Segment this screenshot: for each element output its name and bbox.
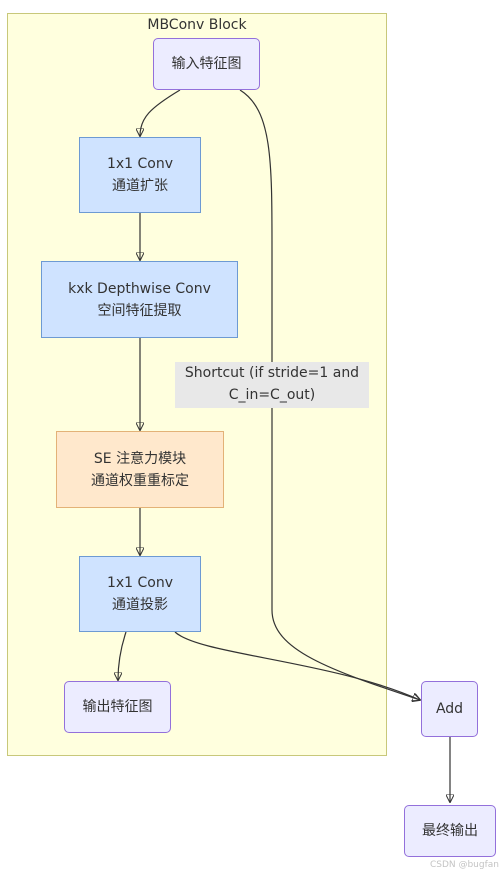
conv1x1-expand-subtitle: 通道扩张 (112, 178, 168, 194)
depthwise-conv-title: kxk Depthwise Conv (68, 280, 211, 297)
shortcut-label-line1: Shortcut (if stride=1 and (184, 365, 360, 381)
cluster-title: MBConv Block (147, 17, 247, 33)
depthwise-conv-subtitle: 空间特征提取 (97, 302, 182, 319)
final-output-label: 最终输出 (422, 823, 478, 839)
output-feature-map-node: 输出特征图 (64, 681, 171, 733)
shortcut-edge-label: Shortcut (if stride=1 and C_in=C_out) (175, 362, 369, 408)
final-output-node: 最终输出 (404, 805, 496, 857)
se-attention-node: SE 注意力模块 通道权重重标定 (56, 431, 224, 508)
add-node: Add (421, 681, 478, 737)
input-feature-map-node: 输入特征图 (153, 38, 260, 90)
conv1x1-project-title: 1x1 Conv (106, 575, 174, 591)
conv1x1-expand-title: 1x1 Conv (106, 156, 174, 172)
input-feature-map-label: 输入特征图 (171, 56, 242, 72)
csdn-watermark: CSDN @bugfan (429, 860, 499, 870)
conv1x1-expand-node: 1x1 Conv 通道扩张 (79, 137, 201, 213)
add-label: Add (435, 701, 464, 717)
se-attention-subtitle: 通道权重重标定 (91, 472, 189, 489)
depthwise-conv-node: kxk Depthwise Conv 空间特征提取 (41, 261, 238, 338)
conv1x1-project-node: 1x1 Conv 通道投影 (79, 556, 201, 632)
output-feature-map-label: 输出特征图 (82, 699, 153, 715)
conv1x1-project-subtitle: 通道投影 (112, 597, 168, 613)
shortcut-label-line2: C_in=C_out) (228, 387, 316, 403)
se-attention-title: SE 注意力模块 (93, 450, 187, 467)
